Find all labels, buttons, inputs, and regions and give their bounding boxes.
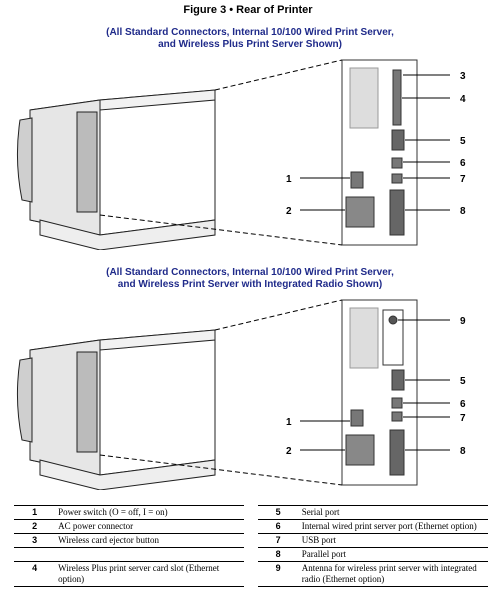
top-dashed-projection xyxy=(99,59,343,246)
top-leader-lines xyxy=(300,74,450,211)
callout-1: 1 xyxy=(286,417,292,428)
callout-8: 8 xyxy=(460,206,466,217)
callout-4: 4 xyxy=(460,94,466,105)
legend-table: 1 Power switch (O = off, I = on) 5 Seria… xyxy=(14,505,488,587)
legend-description: Power switch (O = off, I = on) xyxy=(55,505,245,520)
legend-row: 2 AC power connector 6 Internal wired pr… xyxy=(14,519,488,534)
bottom-dashed-projection xyxy=(99,299,343,486)
legend-number xyxy=(14,547,56,562)
legend-number: 8 xyxy=(257,547,299,562)
legend-number: 5 xyxy=(257,505,299,520)
legend-description: Antenna for wireless print server with i… xyxy=(298,561,488,587)
legend-number: 6 xyxy=(257,519,299,534)
callout-3: 3 xyxy=(460,71,466,82)
legend-description xyxy=(55,547,245,562)
printer-body-top xyxy=(16,89,216,250)
legend-description: Wireless card ejector button xyxy=(55,533,245,548)
legend-number: 7 xyxy=(257,533,299,548)
printer-body-bottom xyxy=(16,329,216,490)
legend-number: 4 xyxy=(14,561,56,587)
callout-7: 7 xyxy=(460,413,466,424)
rear-panel-top xyxy=(341,59,418,246)
legend-description: Wireless Plus print server card slot (Et… xyxy=(55,561,245,587)
legend-row: 8 Parallel port xyxy=(14,547,488,562)
bottom-printer-diagram: 1 2 5 6 7 8 9 xyxy=(16,299,466,490)
bottom-caption-line1: (All Standard Connectors, Internal 10/10… xyxy=(106,267,394,278)
top-caption-line2: and Wireless Plus Print Server Shown) xyxy=(158,39,342,50)
legend-number: 1 xyxy=(14,505,56,520)
legend-row: 1 Power switch (O = off, I = on) 5 Seria… xyxy=(14,505,488,520)
callout-7: 7 xyxy=(460,174,466,185)
callout-1: 1 xyxy=(286,174,292,185)
legend-description: USB port xyxy=(298,533,488,548)
legend-number: 2 xyxy=(14,519,56,534)
bottom-diagram-caption: (All Standard Connectors, Internal 10/10… xyxy=(60,267,440,291)
callout-2: 2 xyxy=(286,446,292,457)
rear-panel-bottom xyxy=(341,299,418,486)
legend-number: 9 xyxy=(257,561,299,587)
legend-row: 4 Wireless Plus print server card slot (… xyxy=(14,561,488,587)
figure-title: Figure 3 • Rear of Printer xyxy=(183,4,313,16)
bottom-leader-lines xyxy=(300,319,450,451)
top-caption-line1: (All Standard Connectors, Internal 10/10… xyxy=(106,27,394,38)
bottom-caption-line2: and Wireless Print Server with Integrate… xyxy=(117,279,383,290)
legend-description: Serial port xyxy=(298,505,488,520)
callout-5: 5 xyxy=(460,136,466,147)
legend-description: AC power connector xyxy=(55,519,245,534)
top-printer-diagram: 1 2 3 4 5 6 7 8 xyxy=(16,59,466,250)
callout-6: 6 xyxy=(460,399,466,410)
callout-9: 9 xyxy=(460,316,466,327)
callout-8: 8 xyxy=(460,446,466,457)
callout-5: 5 xyxy=(460,376,466,387)
legend-description: Parallel port xyxy=(298,547,488,562)
legend-description: Internal wired print server port (Ethern… xyxy=(298,519,488,534)
callout-2: 2 xyxy=(286,206,292,217)
callout-6: 6 xyxy=(460,158,466,169)
legend-row: 3 Wireless card ejector button 7 USB por… xyxy=(14,533,488,548)
legend-number: 3 xyxy=(14,533,56,548)
top-diagram-caption: (All Standard Connectors, Internal 10/10… xyxy=(60,27,440,51)
